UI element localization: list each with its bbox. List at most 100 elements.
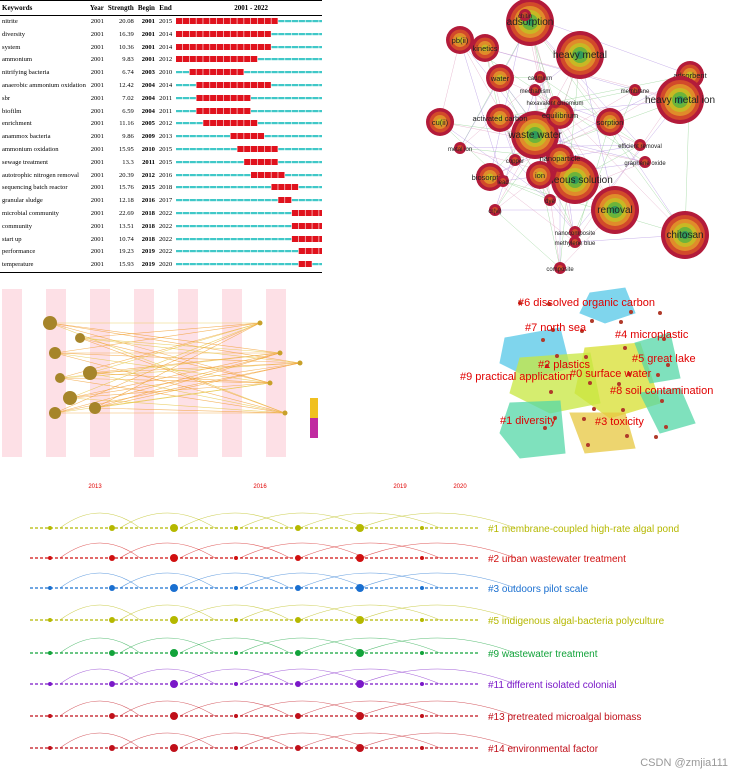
base-segment	[210, 135, 217, 138]
base-segment	[182, 212, 190, 215]
base-segment	[305, 96, 312, 100]
burst-segment	[244, 43, 251, 50]
base-segment	[285, 237, 292, 240]
burst-end: 2013	[158, 133, 173, 141]
base-segment	[312, 148, 319, 151]
timeline-node	[48, 526, 52, 530]
base-segment	[278, 20, 285, 23]
base-segment	[257, 224, 265, 228]
burst-segment	[210, 43, 217, 50]
base-segment	[312, 84, 319, 87]
base-segment	[182, 263, 190, 266]
burst-keyword: start up	[2, 235, 22, 243]
burst-keyword: enrichment	[2, 120, 32, 128]
timeline-node	[48, 651, 52, 655]
base-segment	[271, 250, 278, 253]
node-label: cr(vi)	[488, 209, 501, 215]
burst-segment	[182, 43, 190, 50]
base-segment	[298, 135, 306, 138]
burst-year: 2001	[90, 222, 104, 230]
timeline-node	[420, 526, 424, 530]
col-keywords: Keywords	[0, 0, 88, 16]
overlay-node	[49, 347, 61, 359]
cluster-node	[621, 408, 625, 412]
base-segment	[244, 186, 251, 189]
citation-arc	[59, 732, 141, 749]
base-segment	[203, 237, 210, 240]
burst-segment	[203, 18, 210, 25]
base-segment	[298, 96, 306, 100]
overlay-edge	[54, 322, 261, 354]
burst-segment	[251, 146, 258, 153]
overlay-node	[297, 360, 303, 366]
burst-segment	[251, 133, 258, 140]
base-segment	[203, 199, 210, 202]
timeline-node	[109, 650, 115, 656]
burst-year: 2001	[90, 248, 104, 256]
base-segment	[292, 96, 299, 100]
base-segment	[251, 212, 258, 215]
burst-segment	[210, 18, 217, 25]
burst-year: 2001	[90, 56, 104, 64]
network-node	[537, 74, 543, 80]
citation-arc	[359, 604, 516, 621]
base-segment	[264, 212, 271, 215]
network-node	[500, 178, 506, 184]
citation-arc	[359, 542, 516, 559]
base-segment	[182, 84, 190, 87]
base-segment	[278, 148, 285, 151]
base-segment	[203, 212, 210, 215]
base-segment	[182, 122, 190, 125]
burst-segment	[264, 146, 271, 153]
burst-segment	[264, 158, 271, 165]
burst-strength: 7.02	[122, 94, 134, 102]
timeline-node	[420, 651, 424, 655]
burst-keyword: autotrophic nitrogen removal	[2, 171, 79, 179]
citation-arc	[59, 604, 141, 621]
cluster-node	[584, 355, 588, 359]
burst-segment	[223, 107, 231, 114]
cluster-hull	[634, 332, 681, 384]
base-segment	[237, 263, 244, 266]
base-segment	[223, 212, 231, 215]
base-segment	[312, 109, 319, 112]
burst-end: 2022	[158, 210, 173, 218]
overlay-node	[277, 350, 283, 356]
burst-segment	[264, 43, 271, 50]
citation-arc	[179, 512, 291, 529]
base-segment	[264, 263, 271, 266]
burst-segment	[312, 248, 319, 255]
node-label: lead	[497, 180, 508, 186]
cluster-node	[660, 399, 664, 403]
cluster-node	[662, 337, 666, 341]
base-segment	[223, 250, 231, 253]
year-label: 2020	[453, 484, 467, 490]
base-segment	[278, 224, 285, 228]
burst-year: 2001	[90, 120, 104, 128]
base-segment	[305, 20, 312, 23]
burst-segment	[203, 120, 210, 127]
base-segment	[196, 263, 203, 266]
timeline-node	[170, 649, 178, 657]
burst-keyword: anammox bacteria	[2, 133, 51, 141]
cluster-label: #9 wastewater treatment	[488, 649, 598, 660]
base-segment	[176, 186, 183, 189]
base-segment	[244, 173, 251, 176]
burst-end: 2018	[158, 184, 173, 192]
base-segment	[244, 199, 251, 202]
citation-arc	[239, 512, 366, 529]
base-segment	[257, 71, 265, 74]
time-band	[266, 289, 286, 457]
base-segment	[278, 250, 285, 253]
burst-keyword: sbr	[2, 94, 11, 102]
cluster-node	[586, 443, 590, 447]
cluster-node	[619, 320, 623, 324]
base-segment	[305, 109, 312, 112]
burst-keyword: temperature	[0, 259, 88, 273]
node-label: equilibrium	[542, 111, 578, 120]
network-node	[611, 206, 619, 214]
